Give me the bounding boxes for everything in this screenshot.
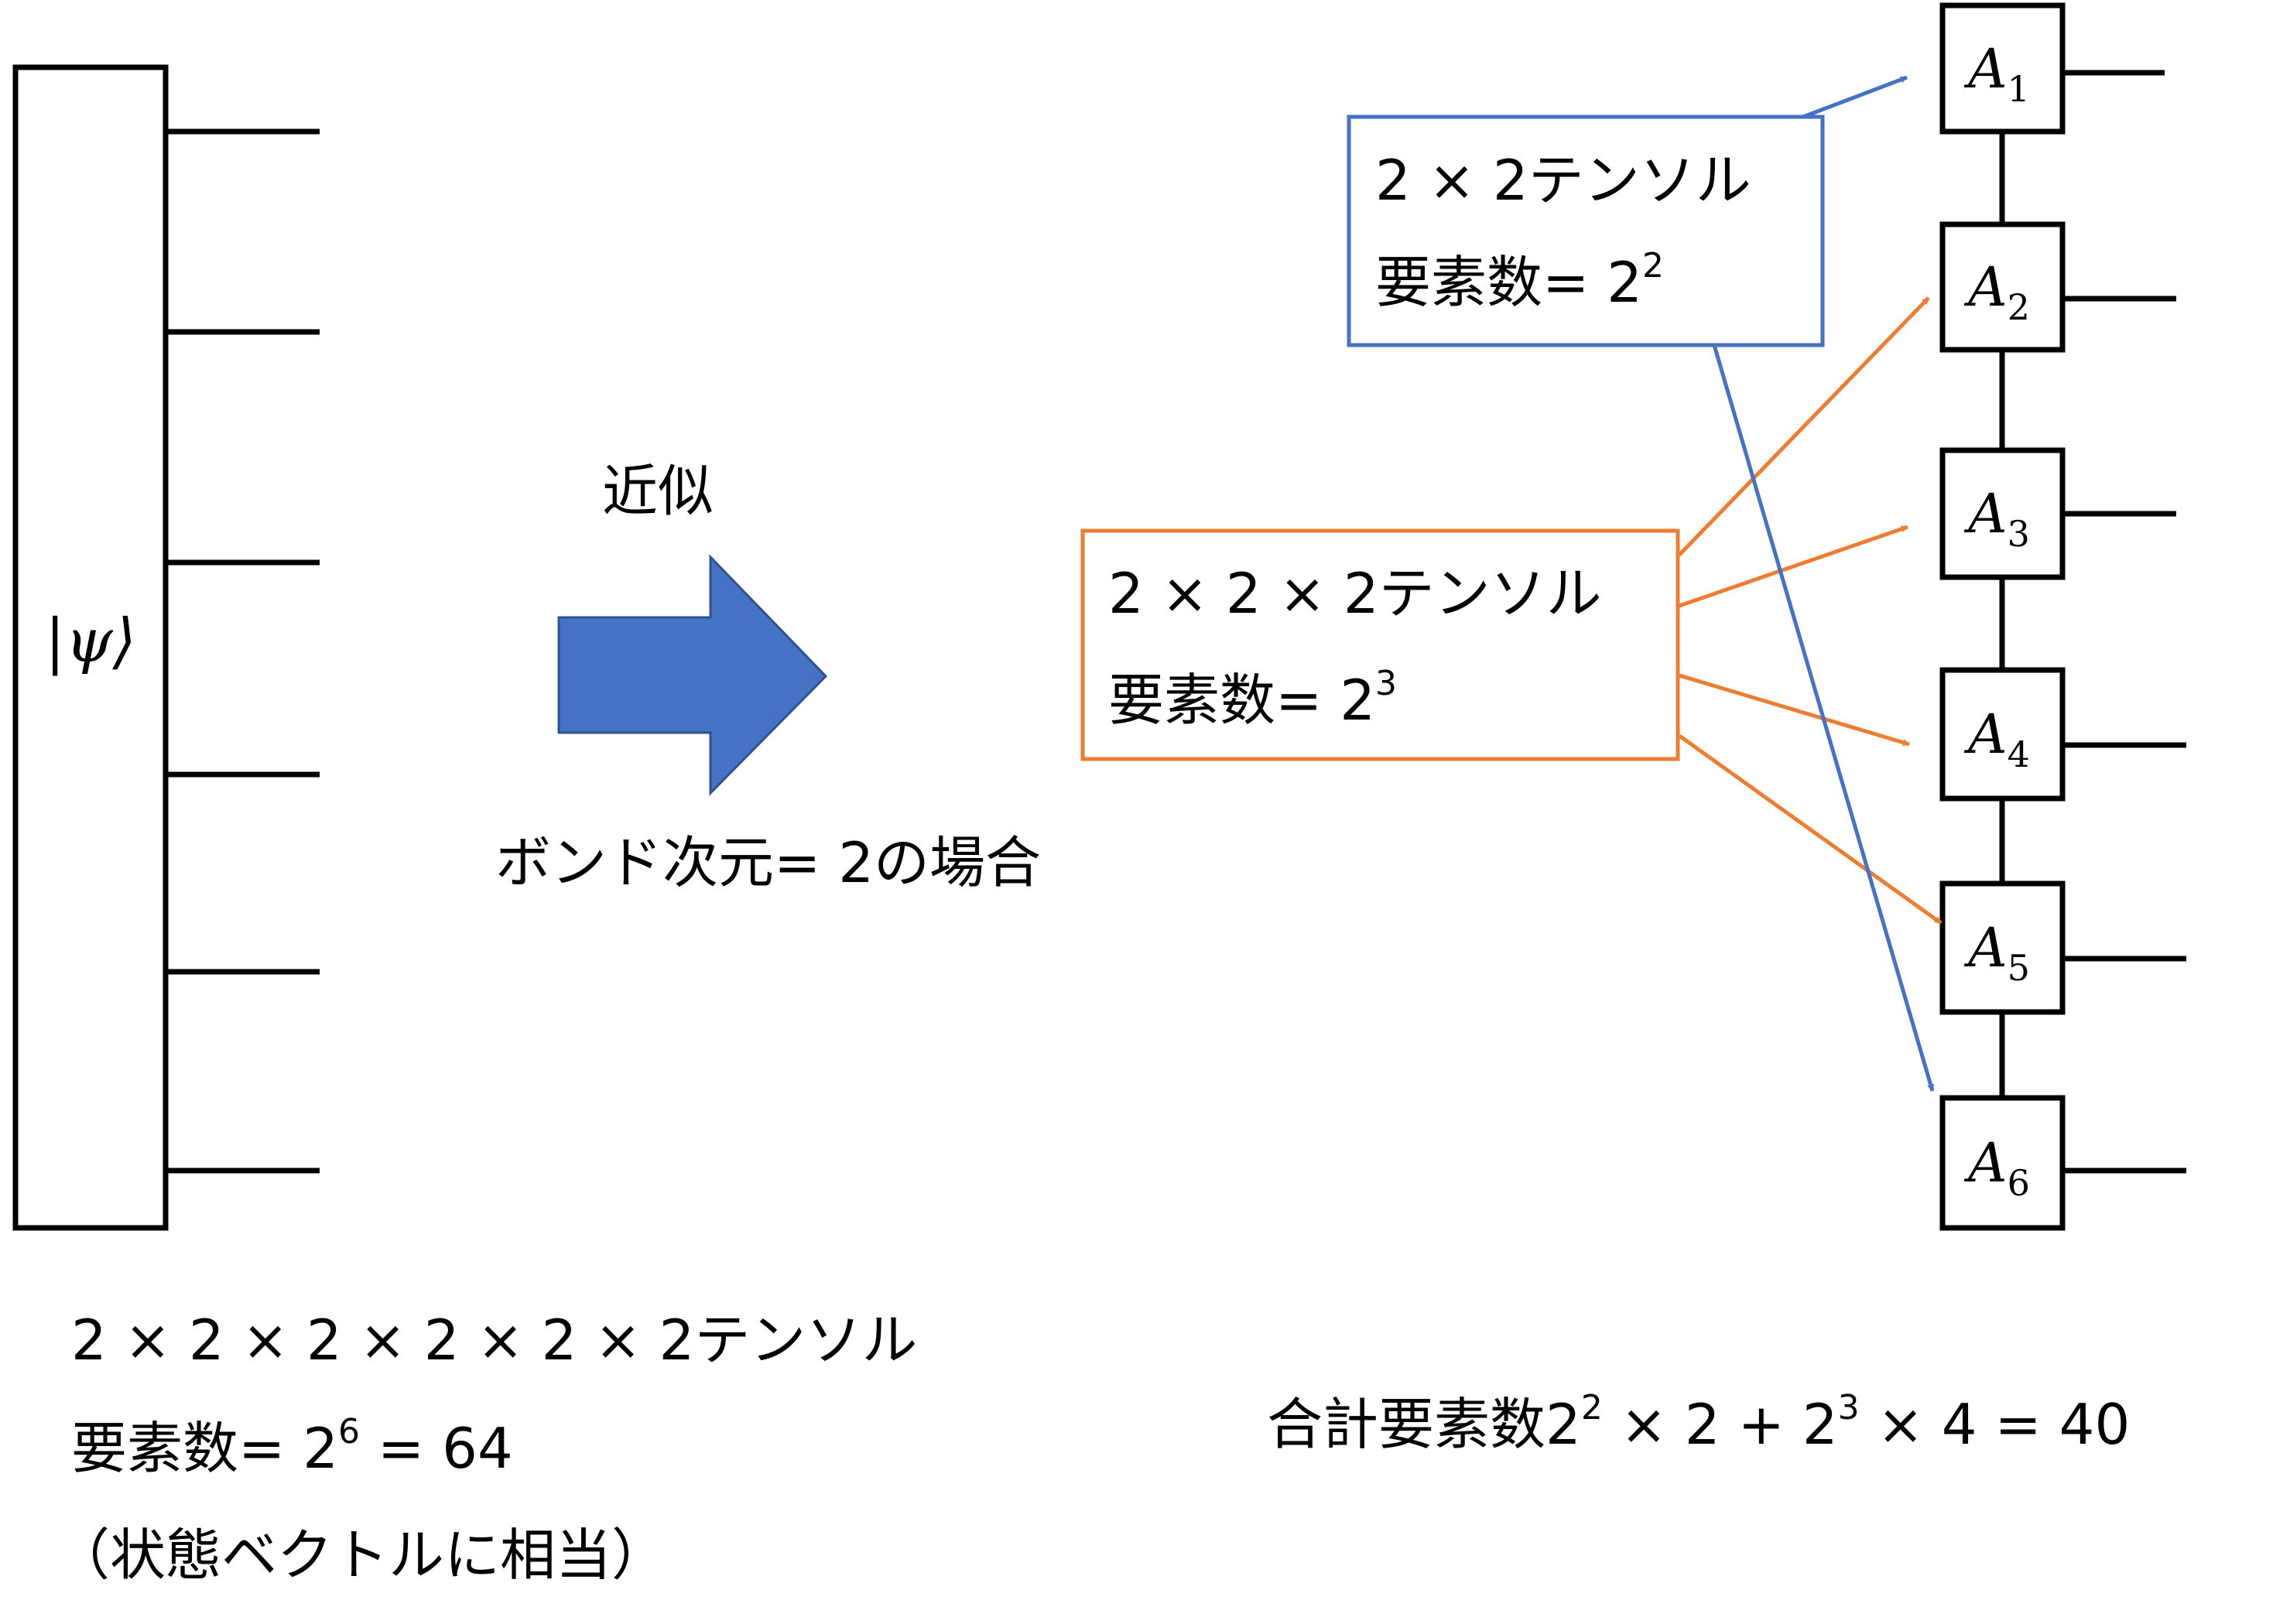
inner-tensor-count: 要素数= 23 (1108, 664, 1397, 733)
state-count-prefix: 要素数= 2 (71, 1416, 338, 1481)
tensor-node-box (1939, 880, 2066, 1015)
tensor-node-label: A4 (1963, 703, 2030, 775)
node-letter: A (1963, 703, 2008, 766)
approximation-label: 近似 (602, 459, 714, 524)
tensor-node-label: A1 (1963, 37, 2030, 110)
state-tensor-legs (166, 128, 320, 1174)
pointer-arrow-to-A5 (1678, 733, 1943, 925)
inner-tensor-arrows (1678, 296, 1943, 925)
mps-node-A5: A5 (1939, 880, 2066, 1015)
mps-node-A6: A6 (1939, 1095, 2066, 1231)
state-element-count: 要素数= 26 = 64 (71, 1412, 513, 1481)
mps-node-A1: A1 (1939, 2, 2066, 135)
node-letter: A (1963, 37, 2008, 101)
pointer-arrow-to-A4 (1679, 673, 1910, 747)
state-tensor: |ψ⟩ (12, 64, 320, 1231)
node-letter: A (1963, 482, 2008, 545)
tensor-node-box (1939, 447, 2066, 580)
tensor-node-box (1939, 2, 2066, 135)
mps-node-A3: A3 (1939, 447, 2066, 580)
state-tensor-dims: 2 × 2 × 2 × 2 × 2 × 2テンソル (71, 1308, 917, 1373)
boundary-tensor-callout-box (1347, 115, 1825, 347)
pointer-arrow-to-A6 (1712, 344, 1935, 1092)
node-letter: A (1963, 255, 2008, 319)
tensor-node-box (1939, 667, 2066, 802)
state-vector-note: （状態ベクトルに相当） (54, 1523, 667, 1588)
ket-psi-label: |ψ⟩ (45, 607, 136, 676)
state-count-exp: 6 (338, 1412, 360, 1451)
inner-tensor-callout-box (1080, 528, 1680, 761)
mps-node-A4: A4 (1939, 667, 2066, 802)
state-count-rest: = 64 (360, 1416, 513, 1481)
pointer-arrow-to-A3 (1679, 525, 1908, 608)
node-subscript: 2 (2008, 286, 2030, 328)
mps-physical-legs (2064, 70, 2186, 1174)
tensor-node-box (1939, 1095, 2066, 1231)
boundary-count-prefix: 要素数= 2 (1375, 250, 1642, 315)
total-exp-2: 3 (1838, 1388, 1860, 1427)
node-subscript: 3 (2008, 513, 2030, 555)
boundary-count-exp: 2 (1642, 246, 1664, 285)
inner-count-prefix: 要素数= 2 (1108, 668, 1375, 733)
total-exp-1: 2 (1581, 1388, 1603, 1427)
node-subscript: 4 (2008, 733, 2030, 775)
node-subscript: 1 (2008, 68, 2030, 110)
node-subscript: 6 (2008, 1162, 2030, 1204)
node-letter: A (1963, 916, 2008, 980)
mps-node-A2: A2 (1939, 221, 2066, 353)
tensor-node-box (1939, 221, 2066, 353)
pointer-arrow-to-A1 (1802, 75, 1908, 119)
boundary-tensor-count: 要素数= 22 (1375, 246, 1664, 315)
inner-tensor-dims: 2 × 2 × 2テンソル (1108, 561, 1602, 626)
tensor-node-label: A6 (1963, 1131, 2030, 1204)
node-letter: A (1963, 1131, 2008, 1195)
tensor-node-label: A2 (1963, 255, 2030, 328)
tensor-node-label: A5 (1963, 916, 2030, 989)
boundary-tensor-arrows (1712, 75, 1935, 1092)
pointer-arrow-to-A2 (1678, 296, 1930, 556)
state-tensor-box (12, 64, 169, 1231)
approximation-arrow (557, 554, 828, 796)
total-mid-1: × 2 + 2 (1603, 1392, 1838, 1457)
total-element-count: 合計要素数22 × 2 + 23 × 4 = 40 (1267, 1388, 2130, 1457)
total-mid-2: × 4 = 40 (1860, 1392, 2131, 1457)
tensor-node-label: A3 (1963, 482, 2030, 555)
boundary-tensor-dims: 2 × 2テンソル (1375, 148, 1751, 213)
bond-dimension-condition: ボンド次元= 2の場合 (495, 830, 1041, 895)
total-prefix: 合計要素数2 (1267, 1392, 1581, 1457)
node-subscript: 5 (2008, 947, 2030, 989)
inner-count-exp: 3 (1375, 664, 1397, 703)
